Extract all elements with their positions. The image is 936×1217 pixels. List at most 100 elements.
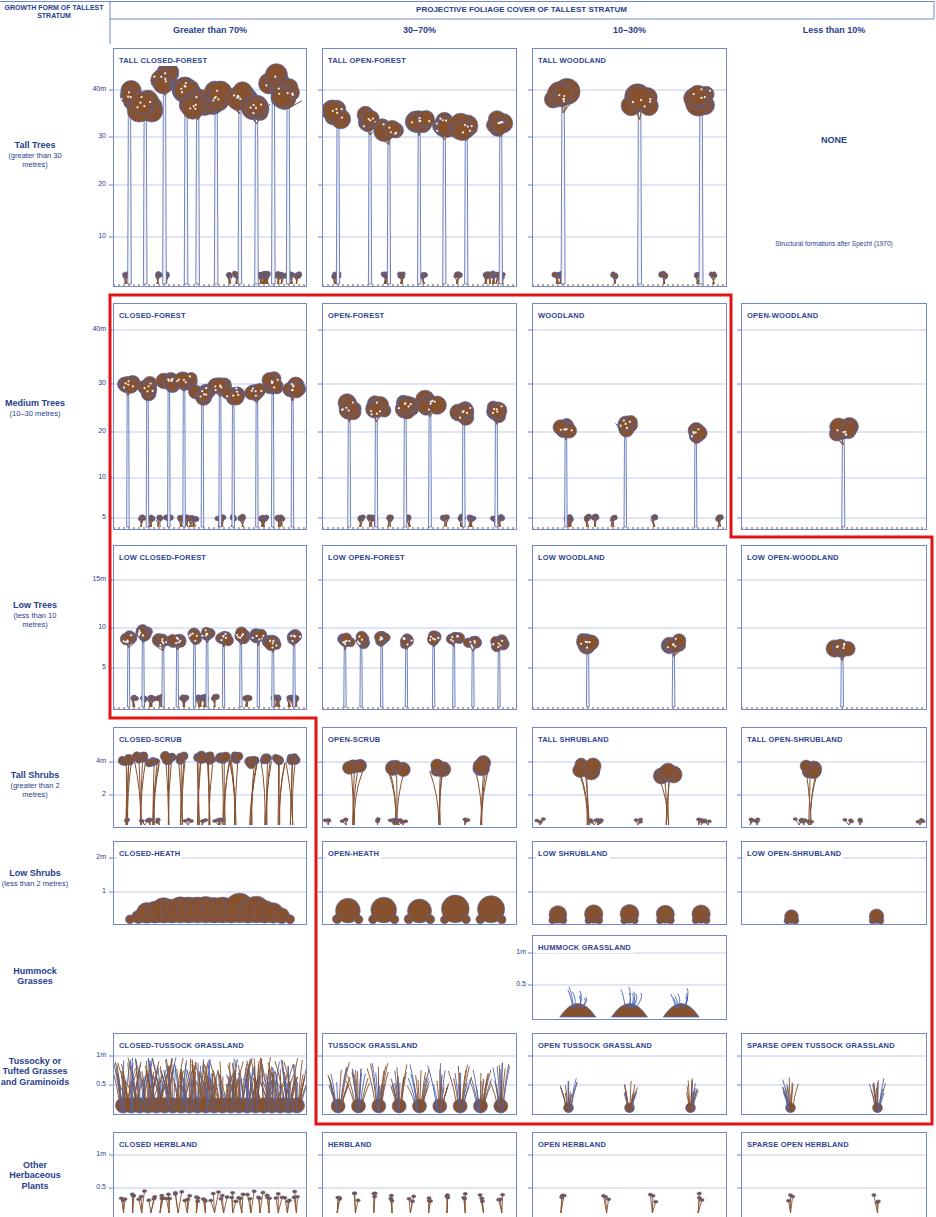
crown-speckle: [143, 387, 145, 389]
guide-line: [532, 478, 727, 479]
shrub-crown: [358, 516, 362, 520]
crown-speckle: [496, 408, 498, 410]
tree-trunk: [196, 104, 200, 284]
crown-speckle: [255, 107, 257, 109]
crown-speckle: [224, 633, 226, 635]
crown-speckle: [127, 641, 129, 643]
tree-crown: [268, 378, 282, 392]
crown-speckle: [290, 635, 292, 637]
tree-trunk: [240, 636, 242, 707]
tree-crown: [369, 401, 385, 417]
tree-trunk: [127, 384, 130, 527]
guide-line: [532, 795, 727, 796]
crown-speckle: [167, 378, 169, 380]
tree-trunk: [699, 97, 703, 284]
formation-illustration: [114, 625, 306, 708]
crown-speckle: [390, 131, 392, 133]
crown-speckle: [442, 119, 444, 121]
tree-crown: [198, 388, 210, 400]
guide-line: [741, 580, 927, 581]
crown-speckle: [625, 423, 627, 425]
crown-speckle: [382, 123, 384, 125]
crown-speckle: [128, 91, 130, 93]
crown-speckle: [341, 117, 343, 119]
crown-speckle: [419, 120, 421, 122]
guide-line: [741, 1188, 927, 1189]
crown-speckle: [277, 379, 279, 381]
formation-illustration: [323, 100, 516, 285]
crown-speckle: [332, 110, 334, 112]
crown-speckle: [372, 117, 374, 119]
crown-speckle: [563, 95, 565, 97]
crown-speckle: [643, 105, 645, 107]
tree-crown: [140, 381, 155, 396]
guide-line: [322, 892, 517, 893]
shrub-crown: [148, 695, 153, 700]
crown-speckle: [291, 389, 293, 391]
crown-speckle: [335, 108, 337, 110]
tree-trunk: [143, 105, 147, 284]
crown-speckle: [341, 409, 343, 411]
shrub-crown: [265, 271, 270, 276]
guide-line: [322, 795, 517, 796]
crown-speckle: [194, 640, 196, 642]
crown-speckle: [252, 637, 254, 639]
tree-crown: [323, 101, 344, 122]
crown-speckle: [358, 635, 360, 637]
crown-speckle: [361, 639, 363, 641]
crown-speckle: [492, 412, 494, 414]
tree-trunk: [257, 637, 259, 707]
shrub-crown: [148, 696, 153, 701]
tree-crown: [124, 379, 138, 393]
shrub-crown: [157, 273, 160, 276]
tree-trunk: [348, 409, 351, 527]
guide-line: [532, 580, 727, 581]
shrub-crown: [358, 516, 363, 521]
shrub-crown: [277, 516, 282, 521]
tree-crown: [141, 381, 157, 397]
shrub-crown: [158, 516, 161, 519]
shrub-crown: [211, 697, 215, 701]
crown-speckle: [388, 127, 390, 129]
crown-speckle: [226, 395, 228, 397]
crown-speckle: [500, 405, 502, 407]
tree-trunk: [638, 102, 642, 284]
crown-speckle: [258, 638, 260, 640]
crown-speckle: [571, 429, 573, 431]
crown-speckle: [462, 411, 464, 413]
ground-line: [114, 708, 306, 709]
shrub-crown: [654, 515, 658, 519]
guide-line: [532, 1085, 727, 1086]
crown-speckle: [164, 78, 166, 80]
shrub-crown: [180, 695, 185, 700]
shrub-stem: [141, 520, 143, 528]
tree-trunk: [142, 634, 144, 707]
shrub-stem: [409, 520, 410, 528]
shrub-crown: [149, 696, 153, 700]
shrub-crown: [144, 697, 147, 700]
tree-trunk: [453, 639, 455, 707]
header-frame: [0, 1, 934, 44]
shrub-crown: [157, 515, 162, 520]
crown-speckle: [379, 410, 381, 412]
shrub-crown: [240, 514, 245, 519]
tree-trunk: [291, 390, 294, 527]
crown-speckle: [432, 638, 434, 640]
crown-speckle: [239, 98, 241, 100]
crown-speckle: [271, 381, 273, 383]
crown-speckle: [128, 380, 130, 382]
shrub-crown: [423, 272, 427, 276]
crown-speckle: [255, 395, 257, 397]
formation-illustration: [742, 417, 926, 528]
crown-speckle: [845, 433, 847, 435]
crown-speckle: [164, 72, 166, 74]
guide-line: [322, 384, 517, 385]
shrub-crown: [149, 516, 154, 521]
crown-speckle: [565, 428, 567, 430]
crown-speckle: [428, 120, 430, 122]
guide-line: [322, 518, 517, 519]
guide-line: [113, 1155, 307, 1156]
guide-line: [741, 668, 927, 669]
crown-speckle: [205, 393, 207, 395]
